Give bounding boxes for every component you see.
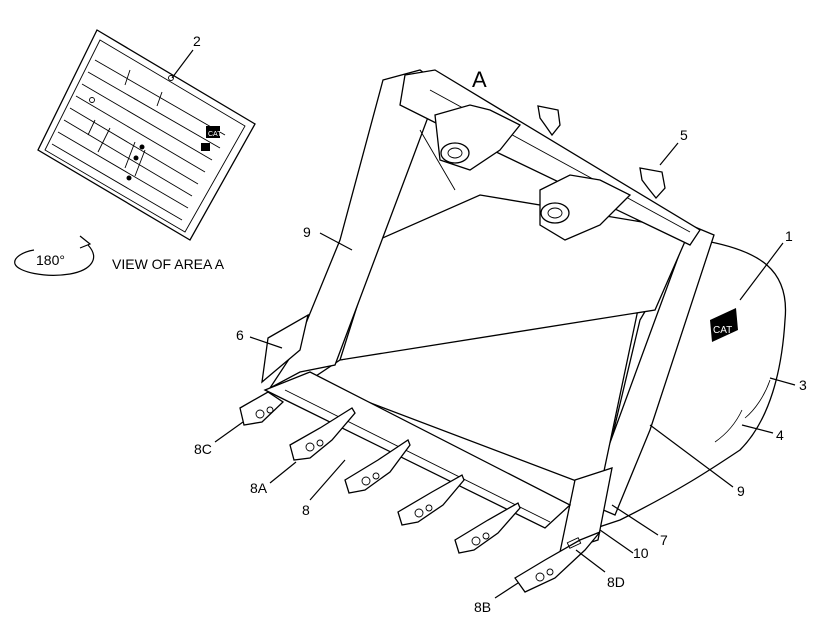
svg-text:CAT: CAT bbox=[713, 325, 732, 336]
tooth-corner-left bbox=[239, 391, 285, 426]
svg-text:CAT: CAT bbox=[208, 131, 222, 138]
svg-text:1: 1 bbox=[785, 228, 793, 244]
svg-text:2: 2 bbox=[193, 33, 201, 49]
callout-9-left: 9 bbox=[303, 224, 353, 251]
mount-boss-left bbox=[434, 104, 522, 171]
svg-text:4: 4 bbox=[776, 427, 784, 443]
bucket-body: CAT bbox=[261, 69, 787, 553]
callout-9-right: 9 bbox=[649, 424, 745, 499]
callout-8c: 8C bbox=[194, 421, 244, 457]
tooth-4 bbox=[454, 502, 521, 554]
mount-boss-right bbox=[539, 174, 632, 241]
callout-4: 4 bbox=[741, 424, 784, 443]
svg-text:5: 5 bbox=[680, 127, 688, 143]
callout-area-a: A bbox=[472, 67, 487, 92]
svg-text:8C: 8C bbox=[194, 441, 212, 457]
svg-text:8A: 8A bbox=[250, 480, 268, 496]
svg-text:6: 6 bbox=[236, 327, 244, 343]
callout-7: 7 bbox=[611, 504, 668, 548]
callout-10: 10 bbox=[599, 529, 649, 561]
svg-text:10: 10 bbox=[633, 545, 649, 561]
callout-8b: 8B bbox=[474, 582, 519, 615]
svg-text:A: A bbox=[472, 67, 487, 92]
svg-text:9: 9 bbox=[303, 224, 311, 240]
svg-text:180°: 180° bbox=[36, 252, 65, 268]
plate-cat-logo: CAT bbox=[201, 126, 222, 151]
svg-text:7: 7 bbox=[660, 532, 668, 548]
svg-text:8D: 8D bbox=[607, 574, 625, 590]
callout-8d: 8D bbox=[575, 549, 625, 590]
tooth-3 bbox=[397, 474, 465, 526]
svg-text:8B: 8B bbox=[474, 599, 491, 615]
callout-5: 5 bbox=[659, 127, 688, 166]
tooth-2 bbox=[344, 439, 411, 494]
callout-8a: 8A bbox=[250, 461, 297, 496]
svg-text:8: 8 bbox=[302, 502, 310, 518]
callout-8: 8 bbox=[302, 459, 346, 518]
view-area-label: VIEW OF AREA A bbox=[112, 256, 225, 272]
tooth-corner-right bbox=[514, 531, 601, 593]
callout-1: 1 bbox=[739, 228, 793, 301]
callout-2: 2 bbox=[171, 33, 201, 79]
svg-text:3: 3 bbox=[799, 377, 807, 393]
svg-text:9: 9 bbox=[737, 483, 745, 499]
tooth-1 bbox=[289, 407, 356, 461]
side-cat-logo: CAT bbox=[710, 308, 738, 342]
callout-3: 3 bbox=[769, 377, 807, 393]
rotation-indicator: 180° VIEW OF AREA A bbox=[14, 235, 225, 276]
callout-6: 6 bbox=[236, 327, 283, 349]
identification-plate: CAT bbox=[37, 29, 256, 241]
